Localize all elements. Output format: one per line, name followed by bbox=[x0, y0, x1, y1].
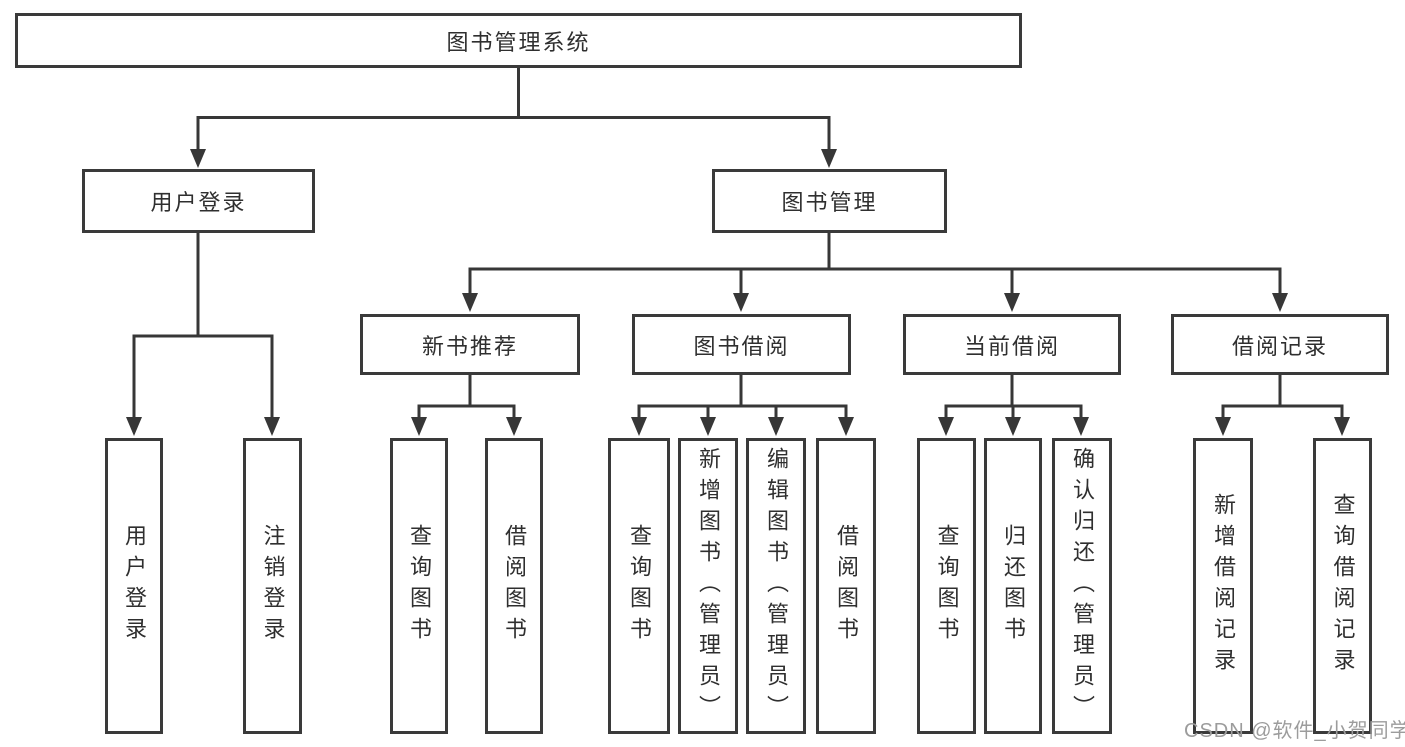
node-book-borrow: 图书借阅 bbox=[632, 314, 851, 375]
connector-current-to-leaves bbox=[944, 373, 1083, 420]
leaf-borrow-add-books-admin: 新增图书（管理员） bbox=[678, 438, 738, 734]
node-root: 图书管理系统 bbox=[15, 13, 1022, 68]
node-book-management-label: 图书管理 bbox=[781, 190, 878, 215]
leaf-current-return-books-label: 归还图书 bbox=[1001, 524, 1026, 648]
connector-login-to-leaves bbox=[132, 231, 274, 420]
arrowhead bbox=[1004, 293, 1020, 312]
leaf-borrow-add-books-admin-label: 新增图书（管理员） bbox=[696, 446, 721, 726]
leaf-records-add-record-label: 新增借阅记录 bbox=[1211, 493, 1236, 679]
leaf-current-query-books: 查询图书 bbox=[917, 438, 976, 734]
arrowhead bbox=[1215, 417, 1231, 436]
arrowhead bbox=[264, 417, 280, 436]
leaf-logout: 注销登录 bbox=[243, 438, 302, 734]
leaf-current-return-books: 归还图书 bbox=[984, 438, 1042, 734]
leaf-recommend-borrow-books-label: 借阅图书 bbox=[502, 524, 527, 648]
leaf-recommend-borrow-books: 借阅图书 bbox=[485, 438, 543, 734]
leaf-current-confirm-return-admin-label: 确认归还（管理员） bbox=[1070, 446, 1095, 726]
node-new-book-recommend: 新书推荐 bbox=[360, 314, 580, 375]
leaf-current-confirm-return-admin: 确认归还（管理员） bbox=[1052, 438, 1112, 734]
leaf-borrow-query-books: 查询图书 bbox=[608, 438, 670, 734]
node-user-login-label: 用户登录 bbox=[150, 190, 247, 215]
arrowhead bbox=[631, 417, 647, 436]
leaf-user-login: 用户登录 bbox=[105, 438, 163, 734]
node-current-borrow-label: 当前借阅 bbox=[963, 333, 1060, 359]
arrowhead bbox=[938, 417, 954, 436]
arrowhead bbox=[733, 293, 749, 312]
arrowhead bbox=[838, 417, 854, 436]
arrowhead bbox=[506, 417, 522, 436]
arrowhead bbox=[821, 149, 837, 168]
arrowhead bbox=[126, 417, 142, 436]
leaf-current-query-books-label: 查询图书 bbox=[934, 524, 960, 648]
arrowhead bbox=[462, 293, 478, 312]
arrowhead bbox=[1005, 417, 1021, 436]
node-book-management: 图书管理 bbox=[712, 169, 947, 233]
leaf-borrow-edit-books-admin-label: 编辑图书（管理员） bbox=[764, 446, 789, 726]
leaf-recommend-query-books: 查询图书 bbox=[390, 438, 448, 734]
node-current-borrow: 当前借阅 bbox=[903, 314, 1121, 375]
connector-mgmt-to-level3 bbox=[468, 231, 1282, 296]
node-borrow-records-label: 借阅记录 bbox=[1231, 333, 1328, 359]
node-user-login: 用户登录 bbox=[82, 169, 315, 233]
arrowhead bbox=[190, 149, 206, 168]
node-root-label: 图书管理系统 bbox=[446, 29, 591, 55]
watermark: CSDN @软件_小贺同学 bbox=[1184, 720, 1405, 742]
connector-records-to-leaves bbox=[1221, 373, 1344, 420]
leaf-borrow-query-books-label: 查询图书 bbox=[627, 524, 652, 648]
connector-borrow-to-leaves bbox=[637, 373, 848, 420]
leaf-borrow-borrow-books-label: 借阅图书 bbox=[834, 524, 859, 648]
arrowhead bbox=[768, 417, 784, 436]
arrowhead bbox=[1073, 417, 1089, 436]
leaf-borrow-edit-books-admin: 编辑图书（管理员） bbox=[746, 438, 806, 734]
arrowhead bbox=[1272, 293, 1288, 312]
arrowhead bbox=[700, 417, 716, 436]
leaf-logout-label: 注销登录 bbox=[260, 524, 286, 648]
connector-root-to-level2 bbox=[196, 66, 831, 152]
node-book-borrow-label: 图书借阅 bbox=[693, 333, 790, 359]
arrowhead bbox=[411, 417, 427, 436]
arrowhead bbox=[1334, 417, 1350, 436]
leaf-borrow-borrow-books: 借阅图书 bbox=[816, 438, 876, 734]
leaf-records-query-record: 查询借阅记录 bbox=[1313, 438, 1372, 734]
leaf-records-query-record-label: 查询借阅记录 bbox=[1330, 493, 1356, 679]
node-new-book-recommend-label: 新书推荐 bbox=[421, 333, 518, 359]
leaf-records-add-record: 新增借阅记录 bbox=[1193, 438, 1253, 734]
leaf-recommend-query-books-label: 查询图书 bbox=[407, 524, 432, 648]
connector-rec-to-leaves bbox=[417, 373, 516, 420]
leaf-user-login-label: 用户登录 bbox=[122, 524, 147, 648]
node-borrow-records: 借阅记录 bbox=[1171, 314, 1389, 375]
